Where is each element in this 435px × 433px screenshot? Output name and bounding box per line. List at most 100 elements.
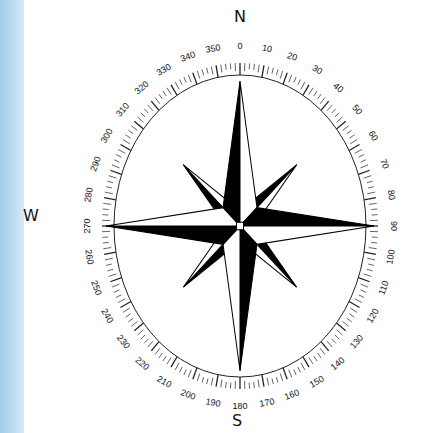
degree-tick [253,382,255,388]
degree-tick [106,187,112,188]
degree-tick [258,65,259,73]
degree-tick [367,258,375,260]
degree-tick [289,75,292,82]
cardinal-letter: W [23,208,39,224]
degree-tick [171,85,177,95]
degree-tick [361,160,366,162]
degree-number: 200 [179,388,196,402]
degree-tick [364,198,376,200]
degree-tick [184,77,186,82]
degree-tick [337,330,343,335]
degree-tick [171,357,177,367]
side-strip [0,0,24,433]
degree-tick [314,91,317,96]
degree-tick [372,236,378,237]
degree-number: 160 [284,388,301,402]
degree-tick [167,357,171,364]
degree-number: 320 [133,80,150,97]
degree-tick [134,323,143,331]
degree-number: 250 [89,279,103,296]
degree-tick [107,181,113,183]
degree-number: 300 [100,127,115,145]
degree-number: 90 [389,221,398,231]
degree-tick [349,145,359,151]
degree-number: 0 [237,42,242,51]
degree-tick [337,323,346,331]
degree-tick [361,290,366,292]
degree-tick [175,363,179,370]
degree-tick [272,378,273,384]
degree-tick [175,82,179,89]
degree-tick [350,308,357,312]
degree-tick [321,101,329,110]
degree-tick [128,130,133,134]
degree-tick [221,65,222,73]
degree-number: 260 [84,249,95,265]
degree-number: 270 [83,218,92,233]
degree-tick [258,379,259,387]
degree-tick [180,367,183,372]
degree-number: 60 [366,129,379,142]
degree-tick [332,109,336,113]
degree-tick [276,69,278,75]
degree-tick [102,220,110,221]
degree-tick [364,176,372,178]
degree-tick [103,242,109,244]
degree-number: 20 [286,51,298,63]
cardinal-letter: S [232,413,242,429]
star-point [240,226,374,244]
degree-tick [159,94,163,99]
star-point [240,226,257,371]
degree-tick [106,264,112,265]
degree-tick [361,284,368,287]
star-point [240,208,374,226]
degree-number: 140 [330,356,347,373]
degree-tick [327,105,332,111]
degree-tick [109,176,117,178]
degree-tick [294,369,296,374]
degree-tick [155,348,160,354]
degree-number: 100 [385,249,396,265]
degree-tick [361,165,368,168]
degree-tick [151,101,159,110]
degree-tick [202,377,204,383]
degree-tick [103,208,109,210]
degree-tick [239,63,240,75]
degree-tick [120,302,130,308]
degree-number: 310 [115,102,132,119]
degree-tick [102,236,108,237]
degree-tick [364,252,376,254]
degree-tick [370,231,378,232]
degree-tick [367,269,373,271]
degree-tick [283,73,287,84]
degree-tick [369,203,377,204]
degree-tick [283,368,287,379]
degree-tick [151,342,159,351]
degree-tick [134,121,143,129]
degree-tick [105,192,113,194]
degree-tick [267,67,269,75]
degree-tick [371,208,377,210]
degree-tick [193,73,197,84]
degree-number: 240 [100,307,115,325]
degree-number: 280 [84,187,95,203]
degree-tick [155,98,160,104]
degree-tick [216,65,218,77]
degree-tick [114,160,119,162]
degree-tick [262,375,264,387]
degree-tick [197,373,199,381]
degree-tick [301,82,305,89]
degree-tick [110,170,121,174]
degree-tick [118,299,125,303]
degree-tick [235,63,236,71]
degree-number: 220 [133,356,150,373]
degree-number: 120 [365,307,380,325]
degree-tick [211,67,213,75]
degree-tick [144,339,148,343]
degree-tick [267,378,269,386]
degree-number: 290 [89,156,103,173]
degree-tick [131,126,137,131]
degree-tick [280,373,282,381]
degree-tick [272,68,273,74]
degree-tick [120,145,130,151]
